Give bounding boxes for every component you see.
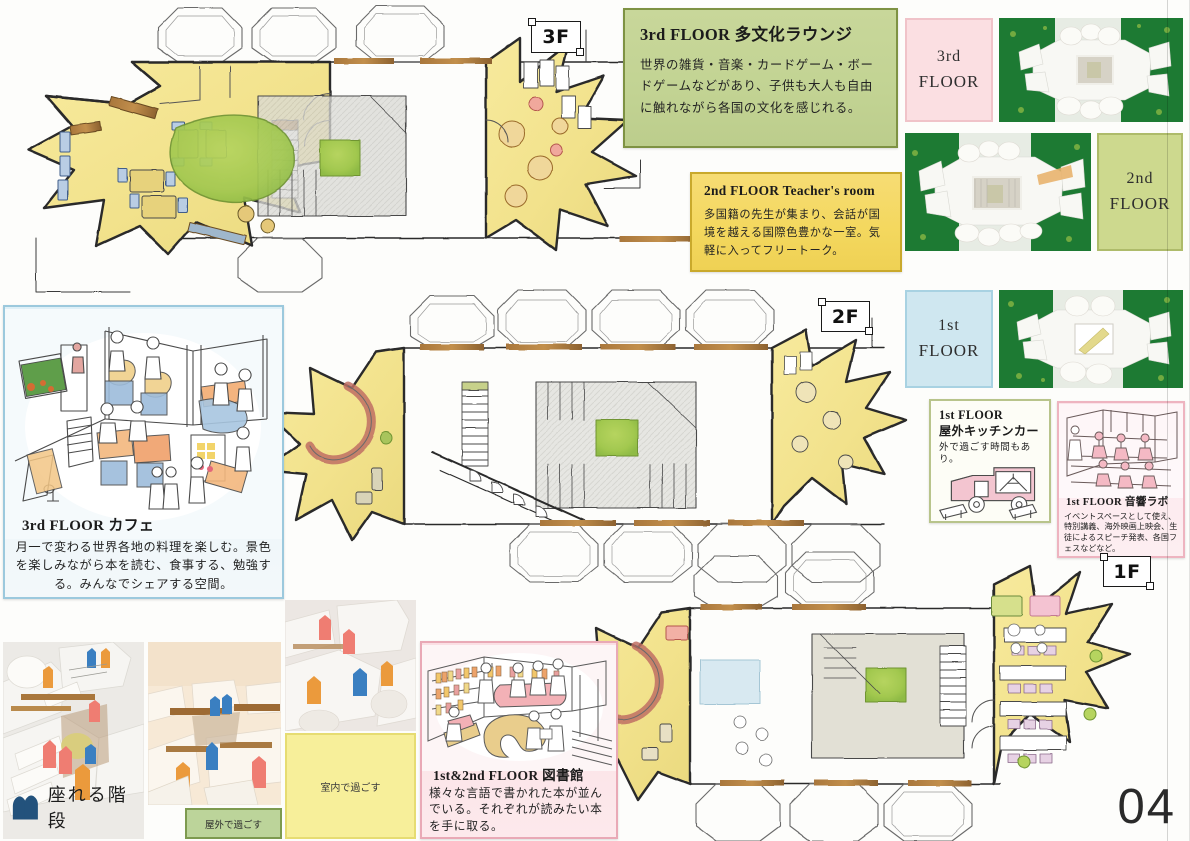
panel-library: 1st&2nd FLOOR 図書館 様々な言語で書かれた本が並んでいる。それぞれ… [420, 641, 618, 839]
panel-title-line1: 1st FLOOR [939, 408, 1003, 422]
page-margin-rule [1167, 0, 1168, 841]
sound-lab-sketch [1059, 404, 1183, 498]
model-photo-1f [999, 290, 1183, 388]
panel-title-line2: 屋外キッチンカー [939, 424, 1039, 439]
panel-body: イベントスペースとして使え、特別講義、海外映画上映会、生徒によるスピーチ発表、各… [1064, 510, 1178, 554]
panel-3f-cafe: 3rd FLOOR カフェ 月一で変わる世界各地の料理を楽しむ。景色を楽しみなが… [3, 305, 284, 599]
people-icon [12, 795, 38, 820]
floor-chip-ordinal: 1st [938, 317, 960, 334]
floor-chip-3rd: 3rd FLOOR [905, 18, 993, 122]
panel-title: 2nd FLOOR Teacher's room [704, 183, 875, 198]
model-photo-2f [905, 133, 1091, 251]
panel-body: 様々な言語で書かれた本が並んでいる。それぞれが読みたい本を手に取る。 [429, 786, 603, 833]
sound-lab-caption: 1st FLOOR 音響ラボ イベントスペースとして使え、特別講義、海外映画上映… [1059, 494, 1183, 554]
panel-title: 1st&2nd FLOOR 図書館 [433, 768, 584, 784]
floor-chip-2nd: 2nd FLOOR [1097, 133, 1183, 251]
panel-sound-lab: 1st FLOOR 音響ラボ イベントスペースとして使え、特別講義、海外映画上映… [1057, 401, 1185, 558]
plan-tag-text: 2F [831, 305, 860, 328]
plan-tag-1f: 1F [1100, 553, 1154, 590]
page-number: 04 [1117, 780, 1176, 834]
floor-chip-word: FLOOR [1109, 194, 1171, 213]
panel-body: 世界の雑貨・音楽・カードゲーム・ボードゲームなどがあり、子供も大人も自由に触れな… [640, 57, 874, 115]
caption-text: 室内で過ごす [320, 782, 381, 794]
cafe-sketch [5, 309, 282, 539]
stairs-caption: 座れる階段 [9, 781, 144, 833]
library-caption: 1st&2nd FLOOR 図書館 様々な言語で書かれた本が並んでいる。それぞれ… [422, 764, 616, 834]
library-sketch [422, 645, 616, 771]
floor-chip-ordinal: 3rd [936, 48, 962, 65]
plan-1f [546, 551, 1132, 841]
panel-body: 外で過ごす時間もあり。 [939, 441, 1031, 466]
panel-kitchen-car: 1st FLOOR 屋外キッチンカー 外で過ごす時間もあり。 [929, 399, 1051, 523]
model-photo-interior [148, 642, 281, 805]
plan-tag-text: 3F [542, 26, 570, 48]
caption-text: 屋外で過ごす [204, 819, 263, 831]
plan-2f [260, 289, 908, 583]
stairs-caption-text: 座れる階段 [47, 785, 128, 832]
plan-tag-text: 1F [1113, 560, 1141, 583]
model-photo-sittable-stairs: 座れる階段 [3, 642, 144, 839]
floor-chip-word: FLOOR [918, 72, 980, 91]
panel-body: 多国籍の先生が集まり、会話が国境を越える国際色豊かな一室。気軽に入ってフリートー… [704, 208, 881, 258]
caption-chip-indoor: 室内で過ごす [285, 733, 416, 839]
caption-chip-outdoor: 屋外で過ごす [185, 808, 282, 839]
panel-title: 3rd FLOOR 多文化ラウンジ [640, 25, 853, 44]
plan-tag-3f: 3F [528, 18, 584, 56]
floor-chip-word: FLOOR [918, 341, 980, 360]
panel-title: 1st FLOOR 音響ラボ [1066, 496, 1169, 508]
panel-2f-teachers-room: 2nd FLOOR Teacher's room 多国籍の先生が集まり、会話が国… [690, 172, 902, 272]
floor-chip-ordinal: 2nd [1126, 170, 1154, 187]
panel-title: 3rd FLOOR カフェ [22, 518, 155, 535]
kitchen-car-sketch [939, 467, 1038, 520]
panel-body: 月一で変わる世界各地の料理を楽しむ。景色を楽しみながら本を読む、食事する、勉強す… [15, 540, 272, 591]
cafe-caption: 3rd FLOOR カフェ 月一で変わる世界各地の料理を楽しむ。景色を楽しみなが… [5, 514, 282, 593]
floor-chip-1st: 1st FLOOR [905, 290, 993, 388]
model-photo-overview [285, 600, 416, 731]
model-photo-3f [999, 18, 1183, 122]
panel-3f-lounge: 3rd FLOOR 多文化ラウンジ 世界の雑貨・音楽・カードゲーム・ボードゲーム… [623, 8, 898, 148]
plan-tag-2f: 2F [818, 298, 873, 335]
